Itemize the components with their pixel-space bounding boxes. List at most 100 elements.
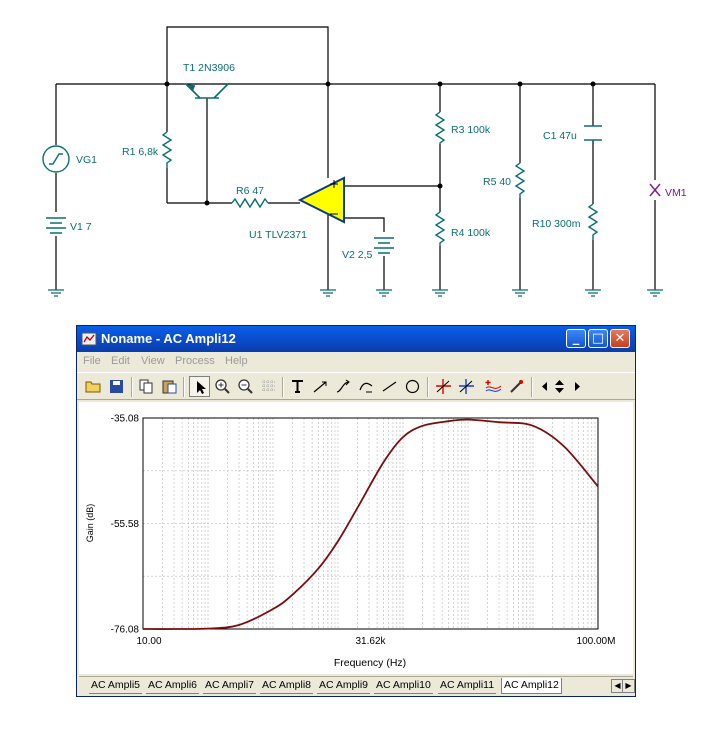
resistor-r6[interactable] [231, 197, 269, 209]
zoom-out-button[interactable] [235, 376, 256, 397]
label-r5: R5 40 [483, 176, 511, 188]
zoom-100-button[interactable] [258, 376, 279, 397]
zoom-out-icon [238, 379, 253, 394]
add-curve-button[interactable] [483, 376, 504, 397]
paste-button[interactable] [159, 376, 180, 397]
menu-view[interactable]: View [141, 355, 165, 367]
cursor-a-icon [436, 379, 451, 394]
junction-dot [325, 81, 331, 87]
menu-help[interactable]: Help [225, 355, 248, 367]
select-tool-button[interactable] [189, 376, 210, 397]
save-icon [110, 380, 123, 393]
resistor-r10[interactable] [587, 203, 599, 240]
copy-button[interactable] [136, 376, 157, 397]
tab-ac-ampli5[interactable]: AC Ampli5 [89, 678, 143, 694]
label-vg1: VG1 [76, 154, 97, 166]
tab-ac-ampli7[interactable]: AC Ampli7 [203, 678, 257, 694]
toolbar [77, 372, 635, 400]
resistor-r4[interactable] [434, 211, 446, 246]
menu-bar: File Edit View Process Help [77, 352, 635, 372]
circle-tool-button[interactable] [402, 376, 423, 397]
text-tool-button[interactable] [287, 376, 308, 397]
y-tick-label: -55.58 [111, 519, 140, 530]
title-bar[interactable]: Noname - AC Ampli12 _ □ ✕ [77, 326, 635, 352]
minimize-button[interactable]: _ [566, 329, 586, 348]
tab-ac-ampli11[interactable]: AC Ampli11 [438, 678, 497, 694]
circuit-schematic[interactable]: T1 2N3906 R1 6,8k VG1 V1 7 R6 47 U1 TLV2… [0, 0, 718, 320]
tab-ac-ampli6[interactable]: AC Ampli6 [146, 678, 200, 694]
tab-ac-ampli12[interactable]: AC Ampli12 [501, 678, 562, 694]
junction-dot [204, 200, 210, 206]
label-r1: R1 6,8k [122, 146, 159, 158]
wire [166, 26, 329, 178]
resistor-r3[interactable] [434, 111, 446, 144]
plot-frame [142, 417, 599, 630]
label-r10: R10 300m [532, 218, 581, 230]
label-r3: R3 100k [451, 124, 491, 136]
tab-ac-ampli10[interactable]: AC Ampli10 [374, 678, 433, 694]
resistor-r5[interactable] [514, 162, 526, 198]
tab-bar: AC Ampli5 AC Ampli6 AC Ampli7 AC Ampli8 … [79, 676, 635, 695]
ground-symbol [432, 289, 448, 297]
annotate-ramp-icon [359, 382, 373, 393]
battery-v1[interactable] [46, 217, 66, 234]
pointer-icon [197, 381, 206, 394]
zoom-in-button[interactable] [212, 376, 233, 397]
transistor-t1[interactable] [184, 83, 229, 99]
battery-v2[interactable] [374, 237, 394, 254]
arrow-updown-icon [555, 380, 564, 393]
scroll-vertical-button[interactable] [549, 376, 570, 397]
cursor-a-button[interactable] [433, 376, 454, 397]
annotate-curve-button[interactable] [333, 376, 354, 397]
menu-process[interactable]: Process [175, 355, 215, 367]
label-vm1: VM1 [665, 187, 687, 199]
probe-button[interactable] [506, 376, 527, 397]
x-tick-label: 10.00 [136, 636, 161, 647]
open-button[interactable] [83, 376, 104, 397]
junction-dot [590, 81, 596, 87]
gain-curve[interactable] [142, 418, 599, 630]
ground-symbol [320, 289, 336, 297]
menu-edit[interactable]: Edit [111, 355, 130, 367]
scroll-right-button[interactable] [571, 376, 583, 397]
capacitor-c1[interactable] [584, 125, 602, 141]
annotate-ramp-button[interactable] [356, 376, 377, 397]
resistor-r1[interactable] [161, 131, 173, 168]
ground-symbol [647, 289, 663, 297]
annotate-line-button[interactable] [310, 376, 331, 397]
tab-ac-ampli8[interactable]: AC Ampli8 [260, 678, 314, 694]
cursor-b-icon [459, 379, 474, 394]
close-button[interactable]: ✕ [610, 329, 630, 348]
x-axis-label: Frequency (Hz) [334, 657, 406, 669]
opamp-u1[interactable] [297, 176, 345, 224]
probe-icon [510, 380, 523, 393]
label-r6: R6 47 [236, 185, 264, 197]
scroll-left-button[interactable] [537, 376, 549, 397]
voltmeter-vm1[interactable] [649, 183, 661, 197]
label-r4: R4 100k [451, 227, 491, 239]
tab-ac-ampli9[interactable]: AC Ampli9 [317, 678, 371, 694]
ground-symbol [512, 289, 528, 297]
wire [344, 217, 385, 290]
ac-analysis-window[interactable]: Noname - AC Ampli12 _ □ ✕ File Edit View… [76, 325, 636, 697]
zoom-100-icon [262, 380, 275, 392]
ground-symbol [376, 289, 392, 297]
circle-icon [405, 379, 420, 394]
window-title: Noname - AC Ampli12 [101, 331, 236, 346]
maximize-button[interactable]: □ [588, 329, 608, 348]
arrow-right-icon [575, 382, 580, 391]
ground-symbol [48, 289, 64, 297]
diagram-icon [81, 332, 97, 346]
arrow-left-icon [542, 382, 547, 391]
label-t1: T1 2N3906 [183, 62, 235, 74]
tab-next-button[interactable]: ▶ [622, 679, 635, 693]
text-icon [292, 380, 303, 393]
cursor-b-button[interactable] [456, 376, 477, 397]
line-icon [382, 381, 397, 392]
line-tool-button[interactable] [379, 376, 400, 397]
save-button[interactable] [106, 376, 127, 397]
menu-file[interactable]: File [83, 355, 101, 367]
signal-generator-vg1[interactable] [42, 145, 70, 173]
